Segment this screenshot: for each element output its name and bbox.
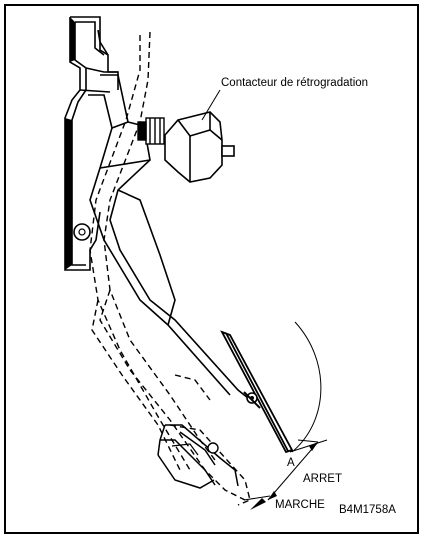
bracket-top-shadow [70, 17, 75, 62]
callout-leader [201, 89, 221, 121]
callout-switch-label: Contacteur de rétrogradation [221, 77, 368, 89]
arrow-marche [250, 498, 266, 510]
pivot-pin [73, 223, 91, 241]
figure-code: B4M1758A [339, 504, 396, 516]
kickdown-switch [164, 111, 235, 183]
travel-arc [291, 321, 322, 453]
arrow-top [309, 442, 318, 451]
switch-nut [137, 117, 165, 145]
bracket-shadow [65, 118, 72, 270]
pedal-pad [220, 330, 294, 454]
dimension-a-label: A [287, 457, 295, 469]
lower-pin [207, 442, 219, 454]
lower-pad-cluster [157, 424, 239, 489]
arrow-bottom [268, 491, 277, 500]
pad-clip [243, 391, 261, 409]
dimension-lines [243, 439, 328, 501]
marche-label: MARCHE [275, 499, 325, 511]
pedal-arm-dashed [89, 31, 246, 501]
pedal-pad-dashed [169, 424, 251, 506]
arret-label: ARRET [303, 473, 342, 485]
pedal-arm [88, 74, 249, 399]
figure-border [4, 4, 419, 534]
